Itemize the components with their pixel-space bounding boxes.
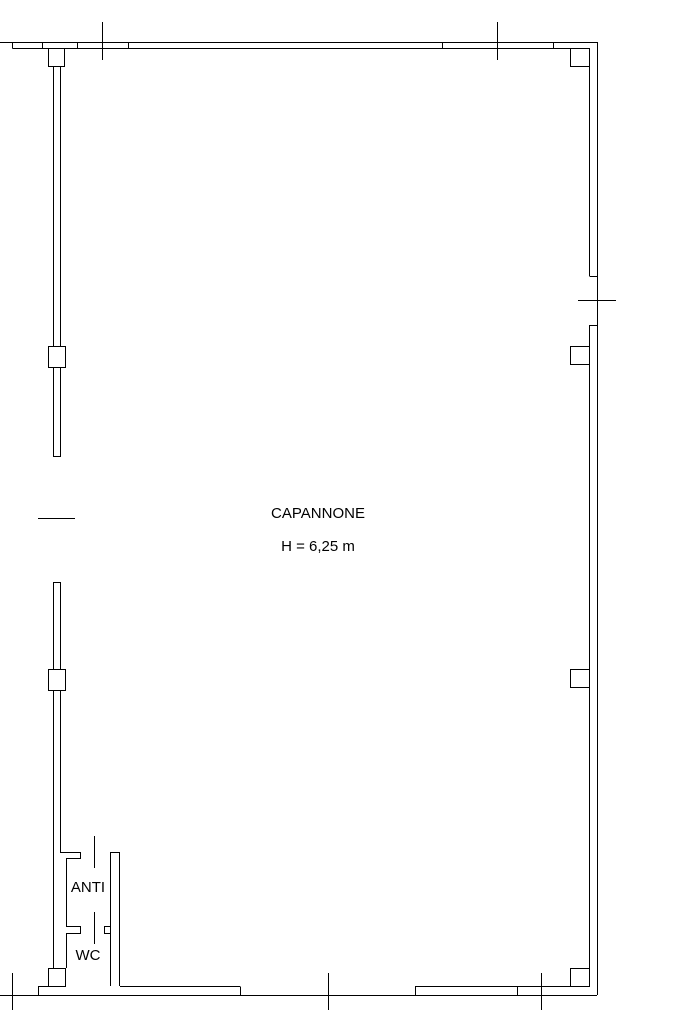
pilaster-right-1 <box>570 48 590 67</box>
pilaster-left-3 <box>48 968 66 987</box>
bottom-wall <box>38 986 597 996</box>
pilaster-right-4 <box>570 968 590 987</box>
anti-label: ANTI <box>71 879 105 896</box>
room-name: CAPANNONE <box>271 505 365 522</box>
column-top-left <box>42 42 78 67</box>
top-window-opening <box>128 42 443 49</box>
top-wall <box>0 42 597 49</box>
dimension-ticks-top <box>102 22 498 60</box>
wc-block <box>60 836 120 986</box>
left-wall <box>48 66 66 987</box>
pilaster-right-2 <box>570 346 590 365</box>
pilaster-left-1 <box>48 346 66 368</box>
room-height-label: H = 6,25 m <box>281 538 355 555</box>
pilaster-left-2 <box>48 669 66 691</box>
pilaster-right-3 <box>570 669 590 688</box>
right-wall <box>553 42 598 995</box>
right-pilasters <box>570 48 590 987</box>
dimension-ticks-bottom <box>0 973 542 1010</box>
wc-label: WC <box>76 947 101 964</box>
